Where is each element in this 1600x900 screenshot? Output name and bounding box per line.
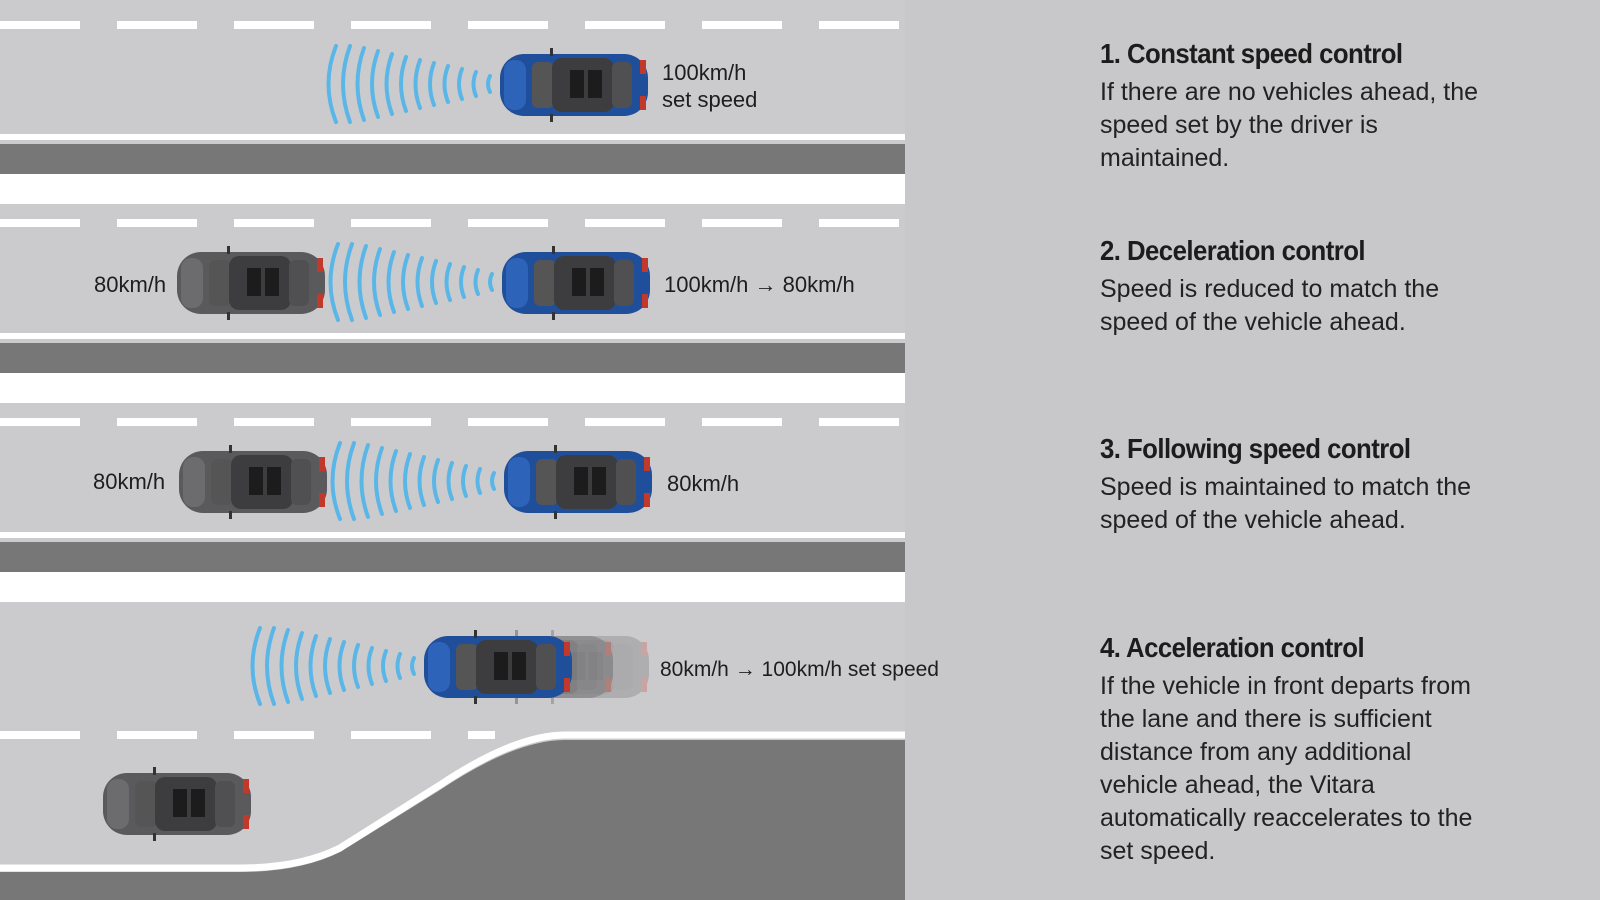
section-acceleration: 4. Acceleration control If the vehicle i… [1100, 632, 1580, 868]
lane-end-curb [0, 740, 905, 900]
car-gray-3 [179, 445, 327, 519]
lane-divider-1 [0, 134, 905, 204]
car-blue-3 [504, 445, 652, 519]
section-following-speed: 3. Following speed control Speed is main… [1100, 433, 1580, 537]
car-gray-2 [177, 246, 325, 320]
section-text: Speed is reduced to match the speed of t… [1100, 275, 1440, 336]
scenario-4: 80km/h → 100km/h set speed [103, 626, 939, 841]
description-panel: 1. Constant speed control If there are n… [1100, 0, 1580, 900]
scenario-3: 80km/h 80km/h [93, 441, 739, 521]
car-blue-2 [502, 246, 650, 320]
lane-divider-2 [0, 333, 905, 403]
section-title: 4. Acceleration control [1100, 632, 1365, 663]
section-title: 3. Following speed control [1100, 433, 1411, 464]
speed-label-1a: 100km/h [662, 60, 746, 85]
speed-label-2a: 80km/h [94, 272, 166, 297]
speed-label-2b: 100km/h → 80km/h [664, 272, 855, 297]
speed-label-1b: set speed [662, 87, 757, 112]
scenario-2: 80km/h 100km/h → 80km/h [94, 242, 855, 322]
car-blue-4 [424, 630, 572, 704]
section-deceleration: 2. Deceleration control Speed is reduced… [1100, 235, 1580, 339]
dashed-lines [0, 21, 905, 739]
section-constant-speed: 1. Constant speed control If there are n… [1100, 38, 1580, 175]
section-text: Speed is maintained to match the speed o… [1100, 473, 1472, 534]
section-text: If the vehicle in front departs from the… [1100, 672, 1473, 865]
car-gray-4 [103, 767, 251, 841]
section-text: If there are no vehicles ahead, the spee… [1100, 78, 1479, 172]
lane-divider-3 [0, 532, 905, 602]
acc-diagram: 100km/h set speed 80km/h 100km/h → 80km/… [0, 21, 939, 900]
speed-label-4: 80km/h → 100km/h set speed [660, 658, 939, 681]
speed-label-3a: 80km/h [93, 469, 165, 494]
car-blue-1 [500, 48, 648, 122]
section-title: 1. Constant speed control [1100, 38, 1403, 69]
merge-line [0, 731, 905, 872]
scenario-1: 100km/h set speed [326, 44, 757, 124]
speed-label-3b: 80km/h [667, 471, 739, 496]
section-title: 2. Deceleration control [1100, 235, 1366, 266]
